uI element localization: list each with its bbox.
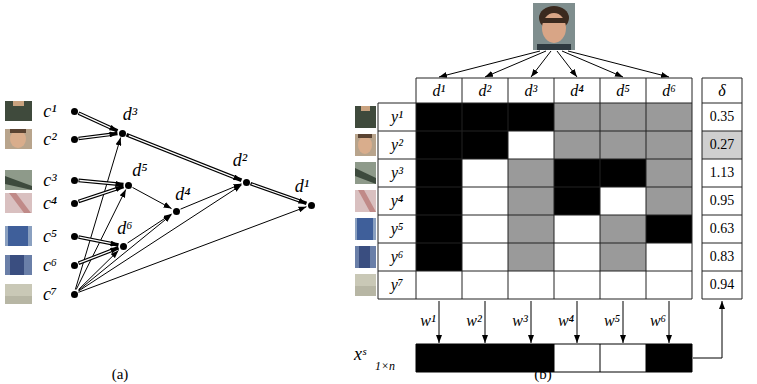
delta-header: δ [718, 83, 725, 99]
thumbnail-set [355, 106, 376, 296]
row-label: y³ [391, 165, 403, 181]
double-line-core [79, 113, 110, 127]
node-label: c⁵ [43, 227, 57, 245]
column-header: d² [479, 83, 492, 99]
graph-node: d¹ [308, 202, 315, 209]
dependency-arrow [79, 113, 118, 131]
weight-label: w² [466, 313, 481, 329]
graph-node: d⁵ [125, 182, 132, 189]
node-label: c¹ [43, 102, 56, 120]
graph-node: c⁷ [71, 291, 78, 298]
dependency-arrow [79, 180, 124, 184]
delta-value: 1.13 [710, 166, 735, 180]
weight-arrows [439, 301, 669, 343]
dependency-arrow [79, 134, 118, 139]
row-label: y⁷ [391, 277, 404, 293]
graph-node: c⁶ [71, 262, 78, 269]
weight-label: w⁵ [604, 313, 620, 329]
dependency-arrow [79, 187, 124, 202]
delta-column [702, 78, 742, 299]
delta-value: 0.94 [710, 278, 735, 292]
double-line-core [79, 181, 115, 184]
graph-node: c³ [71, 177, 78, 184]
node-label: d⁵ [132, 161, 147, 179]
thumbnail-set [5, 101, 32, 304]
dependency-arrow [79, 185, 242, 291]
double-line-core [79, 251, 111, 263]
dependency-arrow [79, 250, 119, 289]
row-label: y¹ [391, 109, 403, 125]
graph-node: d² [243, 179, 250, 186]
column-header: d³ [525, 83, 538, 99]
delta-value: 0.35 [710, 110, 735, 124]
dependency-arrow [76, 190, 126, 290]
face-arrows [439, 51, 669, 77]
dependency-arrow [79, 215, 172, 291]
node-label: c³ [43, 171, 56, 189]
column-header: d⁶ [662, 83, 676, 99]
selection-vector [416, 344, 692, 372]
column-header: d⁴ [570, 83, 584, 99]
graph-node: c⁵ [71, 233, 78, 240]
delta-value: 0.83 [710, 250, 735, 264]
column-header: d¹ [433, 83, 446, 99]
vector-to-delta-arrow [693, 301, 722, 358]
dependency-arrow [127, 135, 242, 180]
row-label: y⁶ [391, 249, 404, 265]
weight-label: w⁶ [650, 313, 666, 329]
row-label: y⁵ [391, 221, 404, 237]
delta-value: 0.63 [710, 222, 735, 236]
double-line-core [79, 189, 116, 201]
graph-node: c¹ [71, 108, 78, 115]
weight-label: w¹ [420, 313, 435, 329]
vector-label: xˢ [354, 345, 366, 363]
delta-value: 0.95 [710, 194, 735, 208]
node-label: d² [233, 151, 247, 169]
panel-label: (b) [534, 367, 552, 382]
row-label: y⁴ [391, 193, 404, 209]
weight-label: w³ [512, 313, 527, 329]
double-line-core [79, 135, 109, 139]
weight-label: w⁴ [558, 313, 574, 329]
node-label: c⁷ [43, 285, 57, 303]
node-label: d⁴ [175, 185, 190, 203]
node-label: c² [43, 130, 56, 148]
query-face [533, 3, 575, 50]
delta-value: 0.27 [710, 138, 735, 152]
row-label: y² [391, 137, 403, 153]
vector-subscript: 1×n [375, 360, 395, 372]
node-label: c⁶ [43, 256, 57, 274]
graph-node: d⁶ [120, 243, 127, 250]
double-line-core [79, 237, 110, 243]
graph-node: c⁴ [71, 200, 78, 207]
graph-node: d³ [119, 130, 126, 137]
node-label: d¹ [295, 177, 309, 195]
panel-label: (a) [112, 367, 129, 382]
graph-node: c² [71, 136, 78, 143]
dependency-arrow [79, 207, 307, 293]
node-label: d⁶ [117, 219, 132, 237]
node-label: d³ [123, 105, 137, 123]
dependency-arrow [79, 248, 119, 264]
column-header: d⁵ [616, 83, 630, 99]
dependency-arrow [133, 187, 172, 208]
dependency-arrow [128, 214, 172, 243]
double-line-core [252, 184, 299, 201]
graph-node: d⁴ [173, 208, 180, 215]
node-label: c⁴ [43, 194, 57, 212]
match-matrix [378, 78, 692, 299]
